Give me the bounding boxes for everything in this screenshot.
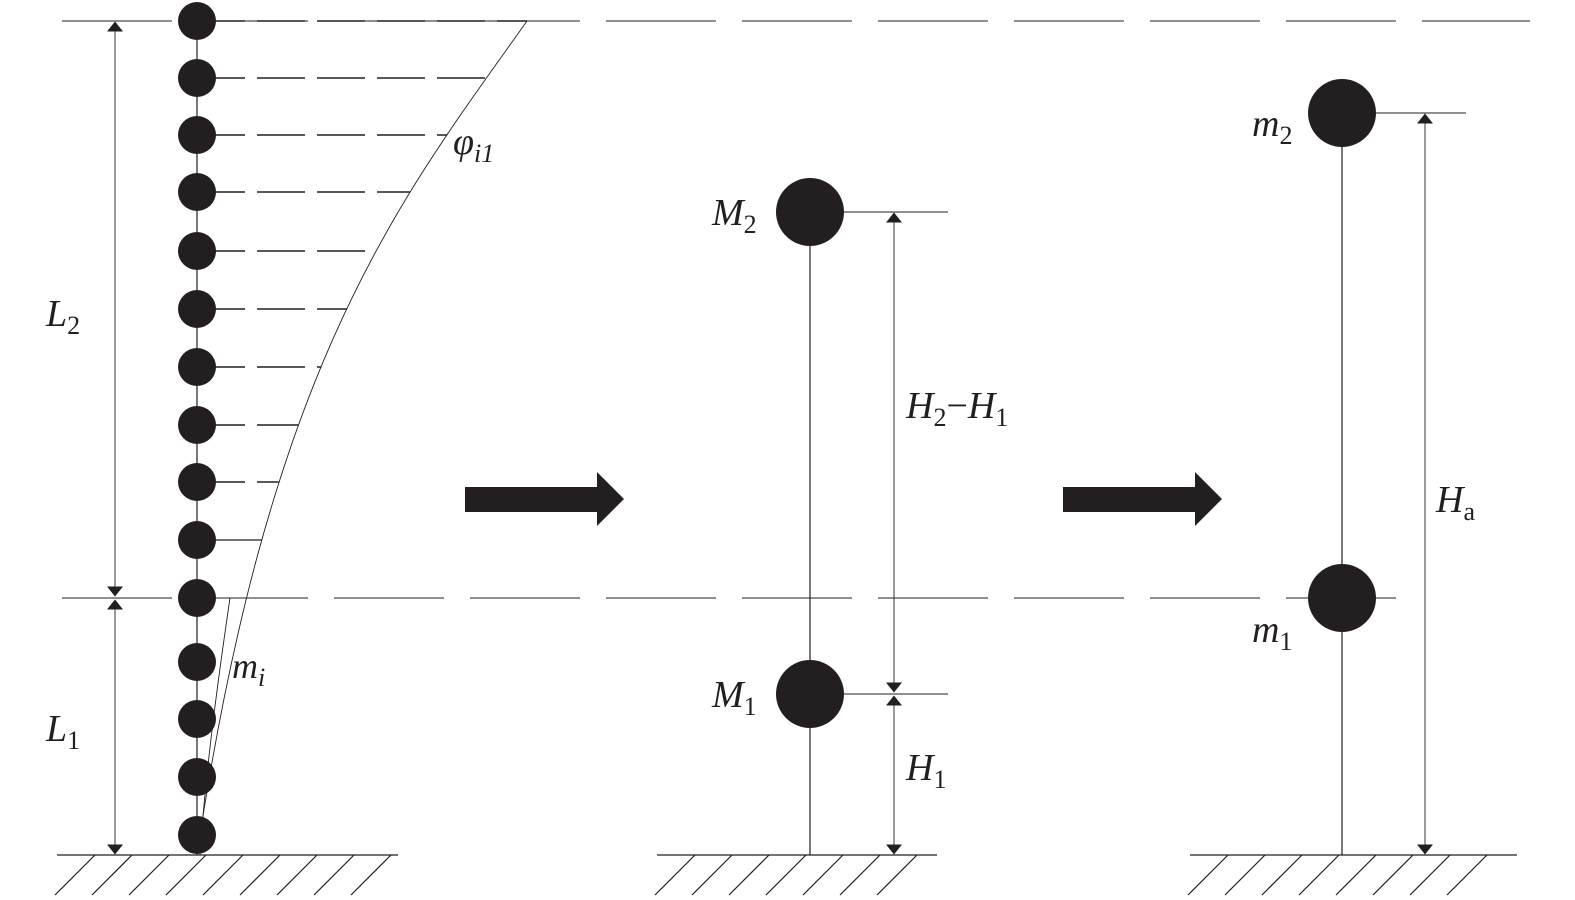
label-mi: mi — [232, 646, 265, 692]
lumped-mass-3 — [178, 116, 216, 154]
right-ground-hatch — [1187, 854, 1488, 896]
lumped-mass-7 — [178, 348, 216, 386]
hatch-stroke — [876, 854, 918, 896]
hatch-stroke — [276, 854, 318, 896]
hatch-stroke — [128, 854, 170, 896]
label-h2-minus-h1: H2−H1 — [905, 385, 1008, 432]
lumped-mass-10 — [178, 521, 216, 559]
hatch-stroke — [350, 854, 392, 896]
hatch-stroke — [1261, 854, 1303, 896]
hatch-stroke — [839, 854, 881, 896]
hatch-stroke — [1409, 854, 1451, 896]
label-m1-small: m1 — [1252, 609, 1292, 656]
lumped-mass-9 — [178, 463, 216, 501]
hatch-stroke — [654, 854, 696, 896]
hatch-stroke — [54, 854, 96, 896]
mass-m1-small — [1308, 564, 1376, 632]
mode-ordinate-lines — [197, 20, 527, 541]
label-ha: Ha — [1435, 479, 1475, 526]
middle-ground-hatch — [654, 854, 918, 896]
lumped-mass-5 — [178, 232, 216, 270]
hatch-stroke — [1298, 854, 1340, 896]
multi-mass-model: L2 L1 φi1 mi — [45, 2, 528, 896]
hatch-stroke — [691, 854, 733, 896]
two-mass-model-small-m: m2 m1 Ha — [1187, 79, 1517, 896]
lumped-mass-12 — [178, 643, 216, 681]
hatch-stroke — [1187, 854, 1229, 896]
label-h1: H1 — [905, 747, 946, 794]
hatch-stroke — [1335, 854, 1377, 896]
lumped-mass-8 — [178, 406, 216, 444]
hatch-stroke — [202, 854, 244, 896]
lumped-mass-6 — [178, 290, 216, 328]
hatch-stroke — [802, 854, 844, 896]
lumped-mass-13 — [178, 700, 216, 738]
mass-m2-small — [1308, 79, 1376, 147]
lumped-mass-2 — [178, 59, 216, 97]
lumped-mass-15 — [178, 816, 216, 854]
transition-arrow-2 — [1063, 472, 1222, 526]
label-phi-i1: φi1 — [453, 121, 494, 168]
mass-m2-upper — [776, 178, 844, 246]
mode-shape-curve — [196, 20, 528, 856]
label-l1: L1 — [45, 708, 80, 755]
label-m2-small: m2 — [1252, 103, 1292, 150]
hatch-stroke — [91, 854, 133, 896]
label-M2: M2 — [711, 192, 757, 239]
lumped-masses — [178, 2, 216, 854]
two-mass-model-m: M2 M1 H2−H1 H1 — [654, 178, 1008, 896]
lumped-mass-4 — [178, 173, 216, 211]
mass-m1-lower — [776, 660, 844, 728]
transition-arrow-1 — [465, 472, 624, 526]
label-M1: M1 — [711, 674, 757, 721]
lumped-mass-11 — [178, 579, 216, 617]
hatch-stroke — [1446, 854, 1488, 896]
hatch-stroke — [165, 854, 207, 896]
hatch-stroke — [1372, 854, 1414, 896]
hatch-stroke — [765, 854, 807, 896]
lumped-mass-1 — [178, 2, 216, 40]
hatch-stroke — [728, 854, 770, 896]
hatch-stroke — [313, 854, 355, 896]
left-ground-hatch — [54, 854, 392, 896]
label-l2: L2 — [45, 293, 80, 340]
hatch-stroke — [239, 854, 281, 896]
lumped-mass-14 — [178, 758, 216, 796]
hatch-stroke — [1224, 854, 1266, 896]
